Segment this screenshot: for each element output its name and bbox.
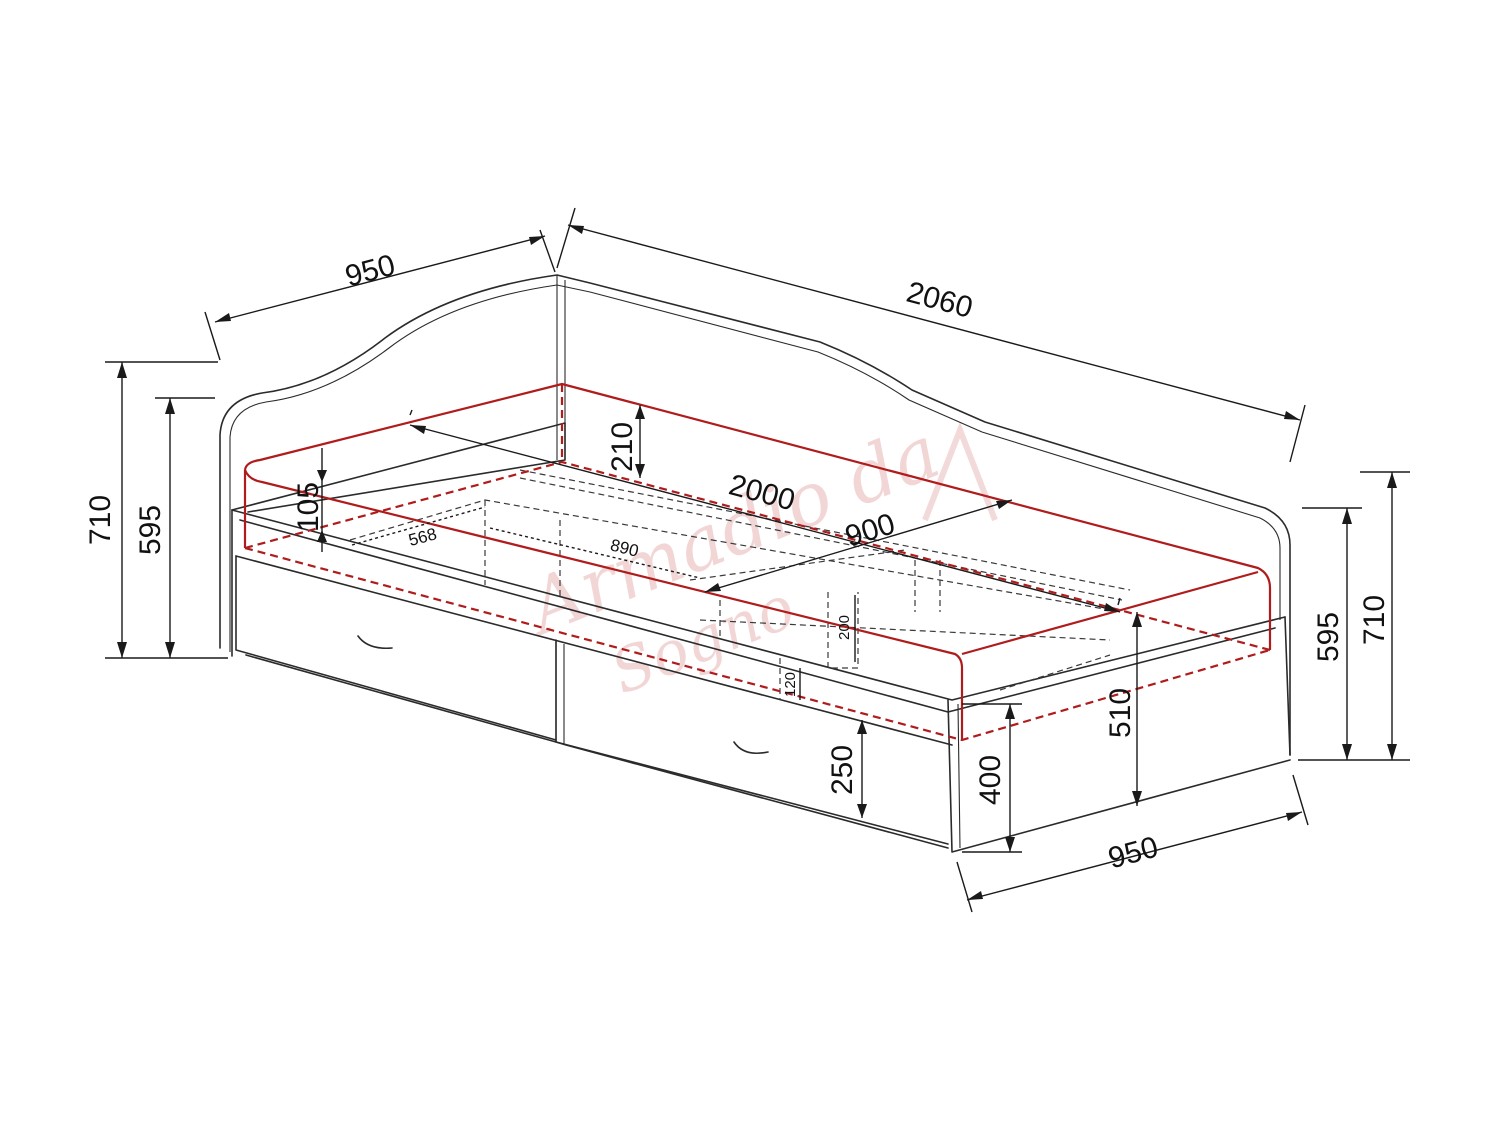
dim-support-low-height: 120 (782, 672, 799, 697)
watermark: Armadio da Sogno (511, 409, 998, 708)
bed-frame (219, 274, 1291, 853)
dim-right-side-height: 595 (1312, 612, 1345, 662)
dim-footboard-width: 950 (1105, 831, 1162, 876)
dim-headboard-width: 950 (342, 249, 399, 294)
dim-mattress-thickness: 105 (292, 482, 325, 532)
dim-guard-height: 210 (606, 422, 639, 472)
watermark-house-icon (922, 421, 998, 522)
dim-left-side-height: 595 (134, 505, 167, 555)
dim-right-total-height: 710 (1358, 595, 1391, 645)
internal-structure (349, 469, 1131, 700)
dim-drawer-height: 250 (826, 745, 859, 795)
drawer-handle-icon (357, 635, 393, 650)
dimension-lines (105, 207, 1410, 913)
drawer-handle-icon (733, 741, 769, 755)
mattress-outline (243, 382, 1272, 742)
dim-side-height: 400 (974, 755, 1007, 805)
dim-bed-height: 510 (1104, 688, 1137, 738)
dim-left-total-height: 710 (84, 495, 117, 545)
dim-support-height: 200 (836, 615, 853, 640)
